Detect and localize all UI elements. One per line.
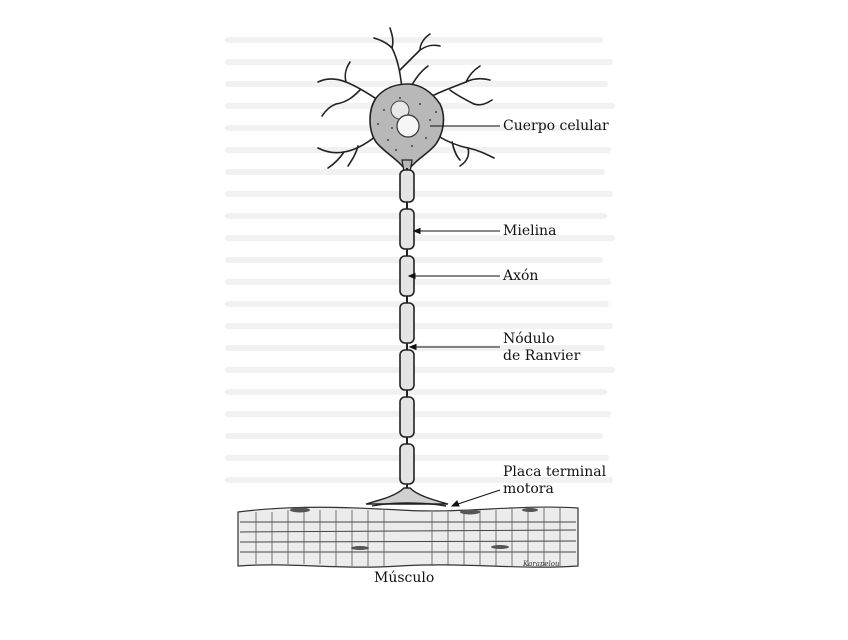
label-cell-body: Cuerpo celular bbox=[503, 118, 609, 135]
leader-endplate bbox=[452, 490, 500, 506]
label-myelin: Mielina bbox=[503, 223, 556, 240]
myelin-segment bbox=[400, 350, 414, 390]
label-node-line2: de Ranvier bbox=[503, 348, 580, 365]
label-node-line1: Nódulo bbox=[503, 331, 555, 348]
myelin-segment bbox=[400, 170, 414, 202]
label-endplate-line1: Placa terminal bbox=[503, 464, 606, 481]
myelin-segment bbox=[400, 397, 414, 437]
myelin-segment bbox=[400, 303, 414, 343]
myelin-sheath bbox=[400, 170, 414, 484]
label-axon: Axón bbox=[503, 268, 538, 285]
nucleolus bbox=[397, 115, 419, 137]
label-endplate-line2: motora bbox=[503, 481, 554, 498]
leader-lines bbox=[409, 126, 500, 506]
artist-signature: Karapelou bbox=[523, 560, 560, 568]
muscle-tissue bbox=[238, 507, 578, 567]
motor-endplate bbox=[366, 488, 448, 504]
myelin-segment bbox=[400, 209, 414, 249]
label-muscle: Músculo bbox=[374, 570, 434, 587]
myelin-segment bbox=[400, 444, 414, 484]
